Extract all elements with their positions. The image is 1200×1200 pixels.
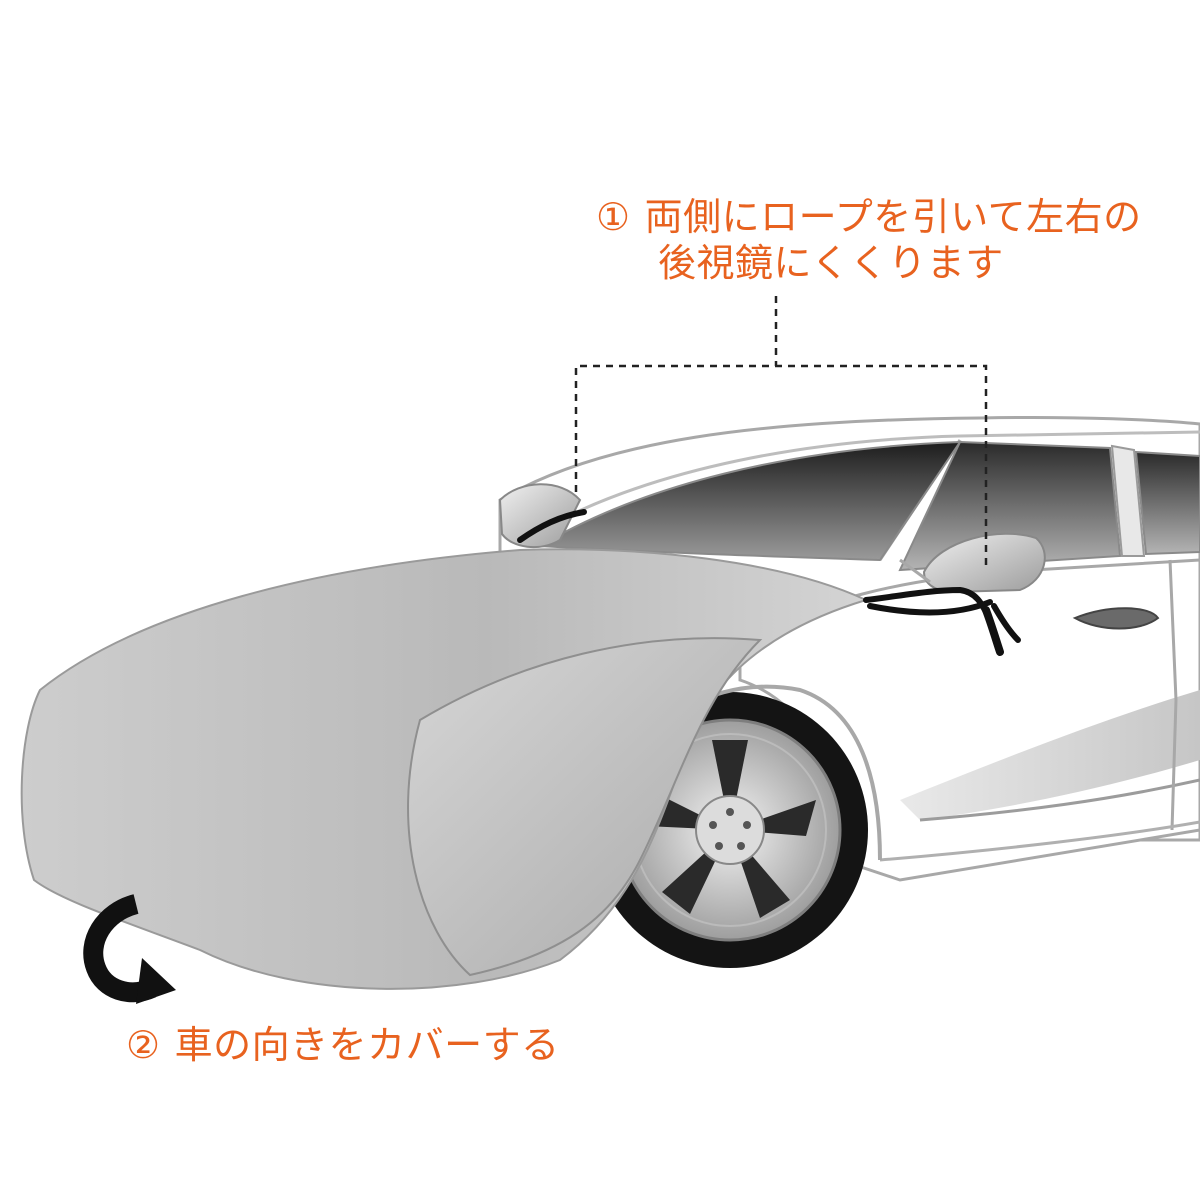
windshield-cover xyxy=(20,548,869,990)
step-1-caption: ① 両側にロープを引いて左右の 後視鏡にくくります xyxy=(596,194,1142,286)
step-1-text-line-2: 後視鏡にくくります xyxy=(658,241,1004,285)
step-2-text: 車の向きをカバーする xyxy=(174,1023,560,1067)
dashed-bracket xyxy=(574,296,988,566)
step-1-text-line-1: 両側にロープを引いて左右の xyxy=(644,195,1142,239)
side-windows xyxy=(898,440,1200,572)
step-2-caption: ② 車の向きをカバーする xyxy=(126,1022,560,1068)
step-1-number: ① xyxy=(596,195,631,239)
step-2-number: ② xyxy=(126,1023,161,1067)
curved-arrow-icon xyxy=(83,894,176,1004)
right-mirror xyxy=(899,532,1046,594)
left-mirror xyxy=(498,483,582,549)
step-1-line-1: ① 両側にロープを引いて左右の xyxy=(596,194,1142,240)
tie-rope xyxy=(517,509,1021,656)
